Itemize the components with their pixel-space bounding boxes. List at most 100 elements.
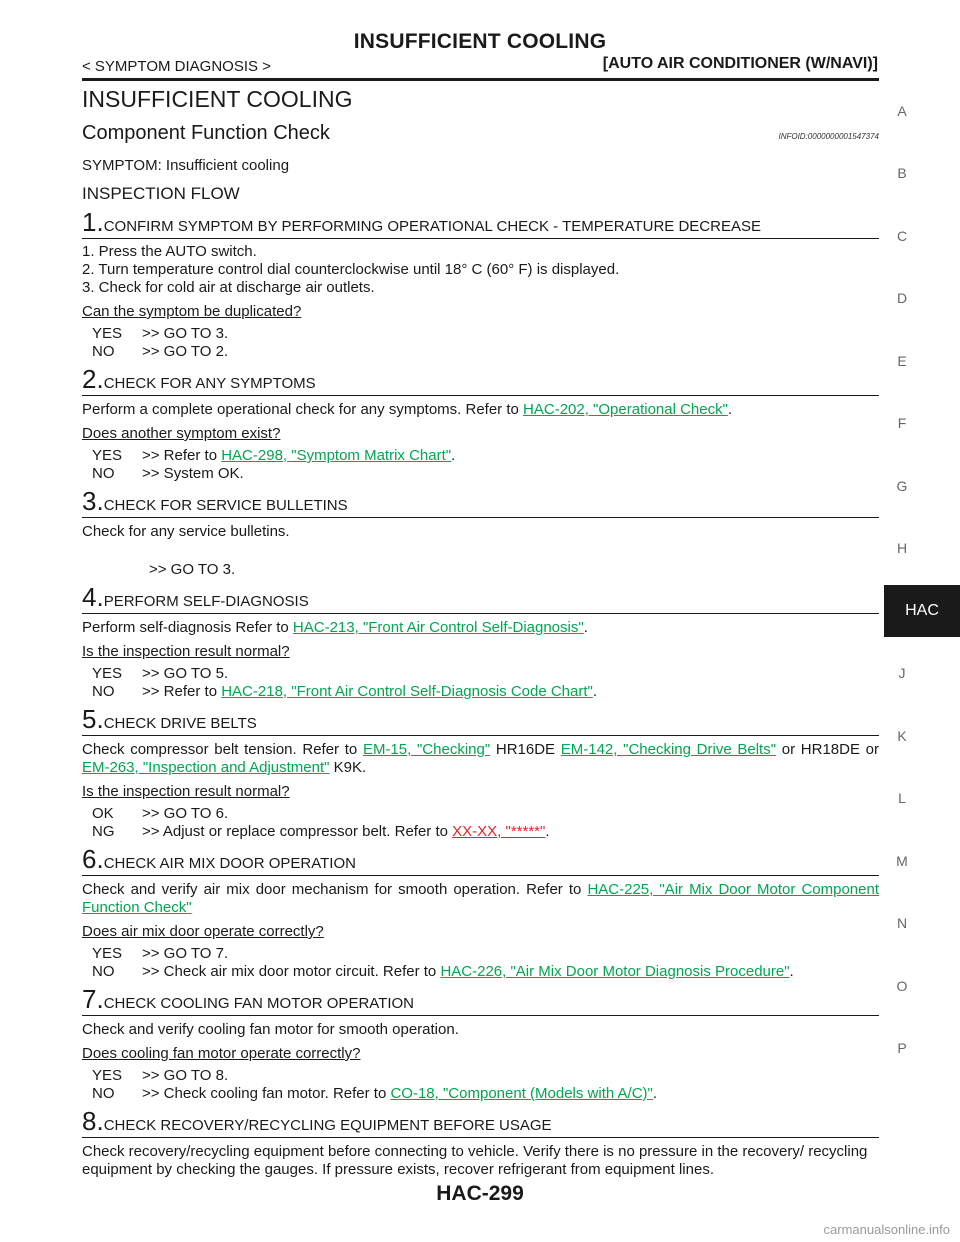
answer-no: NO>> System OK. — [92, 465, 244, 482]
step-6-header: 6. CHECK AIR MIX DOOR OPERATION — [82, 846, 879, 876]
step-5-instruction: Check compressor belt tension. Refer to … — [82, 741, 879, 776]
side-index-p[interactable]: P — [897, 1040, 907, 1056]
header-system: [AUTO AIR CONDITIONER (W/NAVI)] — [602, 55, 878, 72]
step-7-question: Does cooling fan motor operate correctly… — [82, 1045, 361, 1062]
step-title: PERFORM SELF-DIAGNOSIS — [103, 593, 309, 610]
step-4-instruction: Perform self-diagnosis Refer to HAC-213,… — [82, 619, 588, 636]
step-2-header: 2. CHECK FOR ANY SYMPTOMS — [82, 366, 879, 396]
answer-no: NO>> Refer to HAC-218, "Front Air Contro… — [92, 683, 598, 700]
step-title: CHECK FOR ANY SYMPTOMS — [103, 375, 316, 392]
link-hac-226[interactable]: HAC-226, "Air Mix Door Motor Diagnosis P… — [440, 963, 790, 980]
step-number: 2. — [82, 364, 104, 394]
side-index-m[interactable]: M — [896, 853, 908, 869]
answer-no: NO>> Check air mix door motor circuit. R… — [92, 963, 794, 980]
section-title: INSUFFICIENT COOLING — [82, 86, 353, 112]
link-em-142[interactable]: EM-142, "Checking Drive Belts" — [560, 741, 777, 758]
main-content: INSUFFICIENT COOLING Component Function … — [82, 84, 879, 1179]
answer-ok: OK>> GO TO 6. — [92, 805, 229, 822]
answer-yes: YES>> GO TO 3. — [92, 325, 229, 342]
page-number: HAC-299 — [436, 1182, 524, 1205]
side-index-n[interactable]: N — [896, 915, 908, 931]
link-hac-202[interactable]: HAC-202, "Operational Check" — [523, 401, 728, 418]
step-8-header: 8. CHECK RECOVERY/RECYCLING EQUIPMENT BE… — [82, 1108, 879, 1138]
link-xx-xx[interactable]: XX-XX, "*****" — [452, 823, 546, 840]
answer-no: NO>> GO TO 2. — [92, 343, 229, 360]
step-3-answer: >> GO TO 3. — [149, 561, 236, 578]
side-index-c[interactable]: C — [896, 228, 908, 244]
answer-yes: YES>> GO TO 5. — [92, 665, 229, 682]
step-number: 4. — [82, 582, 104, 612]
side-index-o[interactable]: O — [896, 978, 908, 994]
answer-yes: YES>> GO TO 8. — [92, 1067, 229, 1084]
info-id: INFOID:0000000001547374 — [778, 132, 879, 141]
step-number: 7. — [82, 984, 104, 1014]
step-1-answers: YES>> GO TO 3. NO>> GO TO 2. — [82, 325, 879, 361]
side-index-e[interactable]: E — [897, 353, 907, 369]
link-hac-218[interactable]: HAC-218, "Front Air Control Self-Diagnos… — [221, 683, 593, 700]
step-2-question: Does another symptom exist? — [82, 425, 281, 442]
side-index-hac-active[interactable]: HAC — [884, 585, 960, 637]
side-index-b[interactable]: B — [897, 165, 907, 181]
step-2-answers: YES>> Refer to HAC-298, "Symptom Matrix … — [82, 447, 879, 483]
subsection-header: Component Function Check INFOID:00000000… — [82, 122, 879, 145]
side-index-j[interactable]: J — [898, 665, 906, 681]
answer-yes: YES>> Refer to HAC-298, "Symptom Matrix … — [92, 447, 456, 464]
link-hac-225[interactable]: HAC-225, "Air Mix Door Motor Component F… — [82, 881, 879, 916]
step-5-question: Is the inspection result normal? — [82, 783, 290, 800]
step-3-instruction: Check for any service bulletins. — [82, 523, 290, 540]
answer-ng: NG>> Adjust or replace compressor belt. … — [92, 823, 550, 840]
inspection-flow-title: INSPECTION FLOW — [82, 184, 240, 203]
watermark: carmanualsonline.info — [823, 1222, 950, 1237]
symptom-text: SYMPTOM: Insufficient cooling — [82, 157, 290, 174]
step-7-answers: YES>> GO TO 8. NO>> Check cooling fan mo… — [82, 1067, 879, 1103]
step-4-question: Is the inspection result normal? — [82, 643, 290, 660]
step-6-instruction: Check and verify air mix door mechanism … — [82, 881, 879, 916]
step-title: CHECK RECOVERY/RECYCLING EQUIPMENT BEFOR… — [103, 1117, 552, 1134]
side-index-d[interactable]: D — [896, 290, 908, 306]
header-category: < SYMPTOM DIAGNOSIS > — [82, 58, 271, 75]
step-3-header: 3. CHECK FOR SERVICE BULLETINS — [82, 488, 879, 518]
side-index-l[interactable]: L — [898, 790, 906, 806]
side-index-f[interactable]: F — [897, 415, 907, 431]
answer-no: NO>> Check cooling fan motor. Refer to C… — [92, 1085, 658, 1102]
link-em-263[interactable]: EM-263, "Inspection and Adjustment" — [82, 759, 330, 776]
step-title: CONFIRM SYMPTOM BY PERFORMING OPERATIONA… — [103, 218, 761, 235]
step-4-header: 4. PERFORM SELF-DIAGNOSIS — [82, 584, 879, 614]
step-7-instruction: Check and verify cooling fan motor for s… — [82, 1021, 459, 1038]
step-8-instruction: Check recovery/recycling equipment befor… — [82, 1143, 868, 1178]
step-1-header: 1. CONFIRM SYMPTOM BY PERFORMING OPERATI… — [82, 209, 879, 239]
subsection-title: Component Function Check — [82, 122, 330, 144]
link-hac-298[interactable]: HAC-298, "Symptom Matrix Chart" — [221, 447, 452, 464]
step-1-question: Can the symptom be duplicated? — [82, 303, 302, 320]
step-number: 3. — [82, 486, 104, 516]
step-number: 6. — [82, 844, 104, 874]
step-number: 5. — [82, 704, 104, 734]
step-5-answers: OK>> GO TO 6. NG>> Adjust or replace com… — [82, 805, 879, 841]
header-divider — [82, 78, 879, 81]
step-6-answers: YES>> GO TO 7. NO>> Check air mix door m… — [82, 945, 879, 981]
step-7-header: 7. CHECK COOLING FAN MOTOR OPERATION — [82, 986, 879, 1016]
step-4-answers: YES>> GO TO 5. NO>> Refer to HAC-218, "F… — [82, 665, 879, 701]
step-1-instructions: 1. Press the AUTO switch. 2. Turn temper… — [82, 243, 879, 297]
page-header-title: INSUFFICIENT COOLING — [353, 30, 607, 53]
step-6-question: Does air mix door operate correctly? — [82, 923, 324, 940]
step-title: CHECK AIR MIX DOOR OPERATION — [103, 855, 356, 872]
link-co-18[interactable]: CO-18, "Component (Models with A/C)" — [390, 1085, 653, 1102]
step-number: 8. — [82, 1106, 104, 1136]
step-2-instruction: Perform a complete operational check for… — [82, 401, 733, 418]
side-index-a[interactable]: A — [897, 103, 907, 119]
side-index-k[interactable]: K — [897, 728, 907, 744]
step-title: CHECK DRIVE BELTS — [103, 715, 257, 732]
step-number: 1. — [82, 207, 104, 237]
side-index-h[interactable]: H — [896, 540, 908, 556]
list-item: 2. Turn temperature control dial counter… — [82, 261, 620, 278]
side-index-g[interactable]: G — [896, 478, 908, 494]
list-item: 3. Check for cold air at discharge air o… — [82, 279, 375, 296]
step-5-header: 5. CHECK DRIVE BELTS — [82, 706, 879, 736]
list-item: 1. Press the AUTO switch. — [82, 243, 257, 260]
step-title: CHECK COOLING FAN MOTOR OPERATION — [103, 995, 414, 1012]
link-hac-213[interactable]: HAC-213, "Front Air Control Self-Diagnos… — [292, 619, 584, 636]
link-em-15[interactable]: EM-15, "Checking" — [362, 741, 491, 758]
step-title: CHECK FOR SERVICE BULLETINS — [103, 497, 348, 514]
answer-yes: YES>> GO TO 7. — [92, 945, 229, 962]
